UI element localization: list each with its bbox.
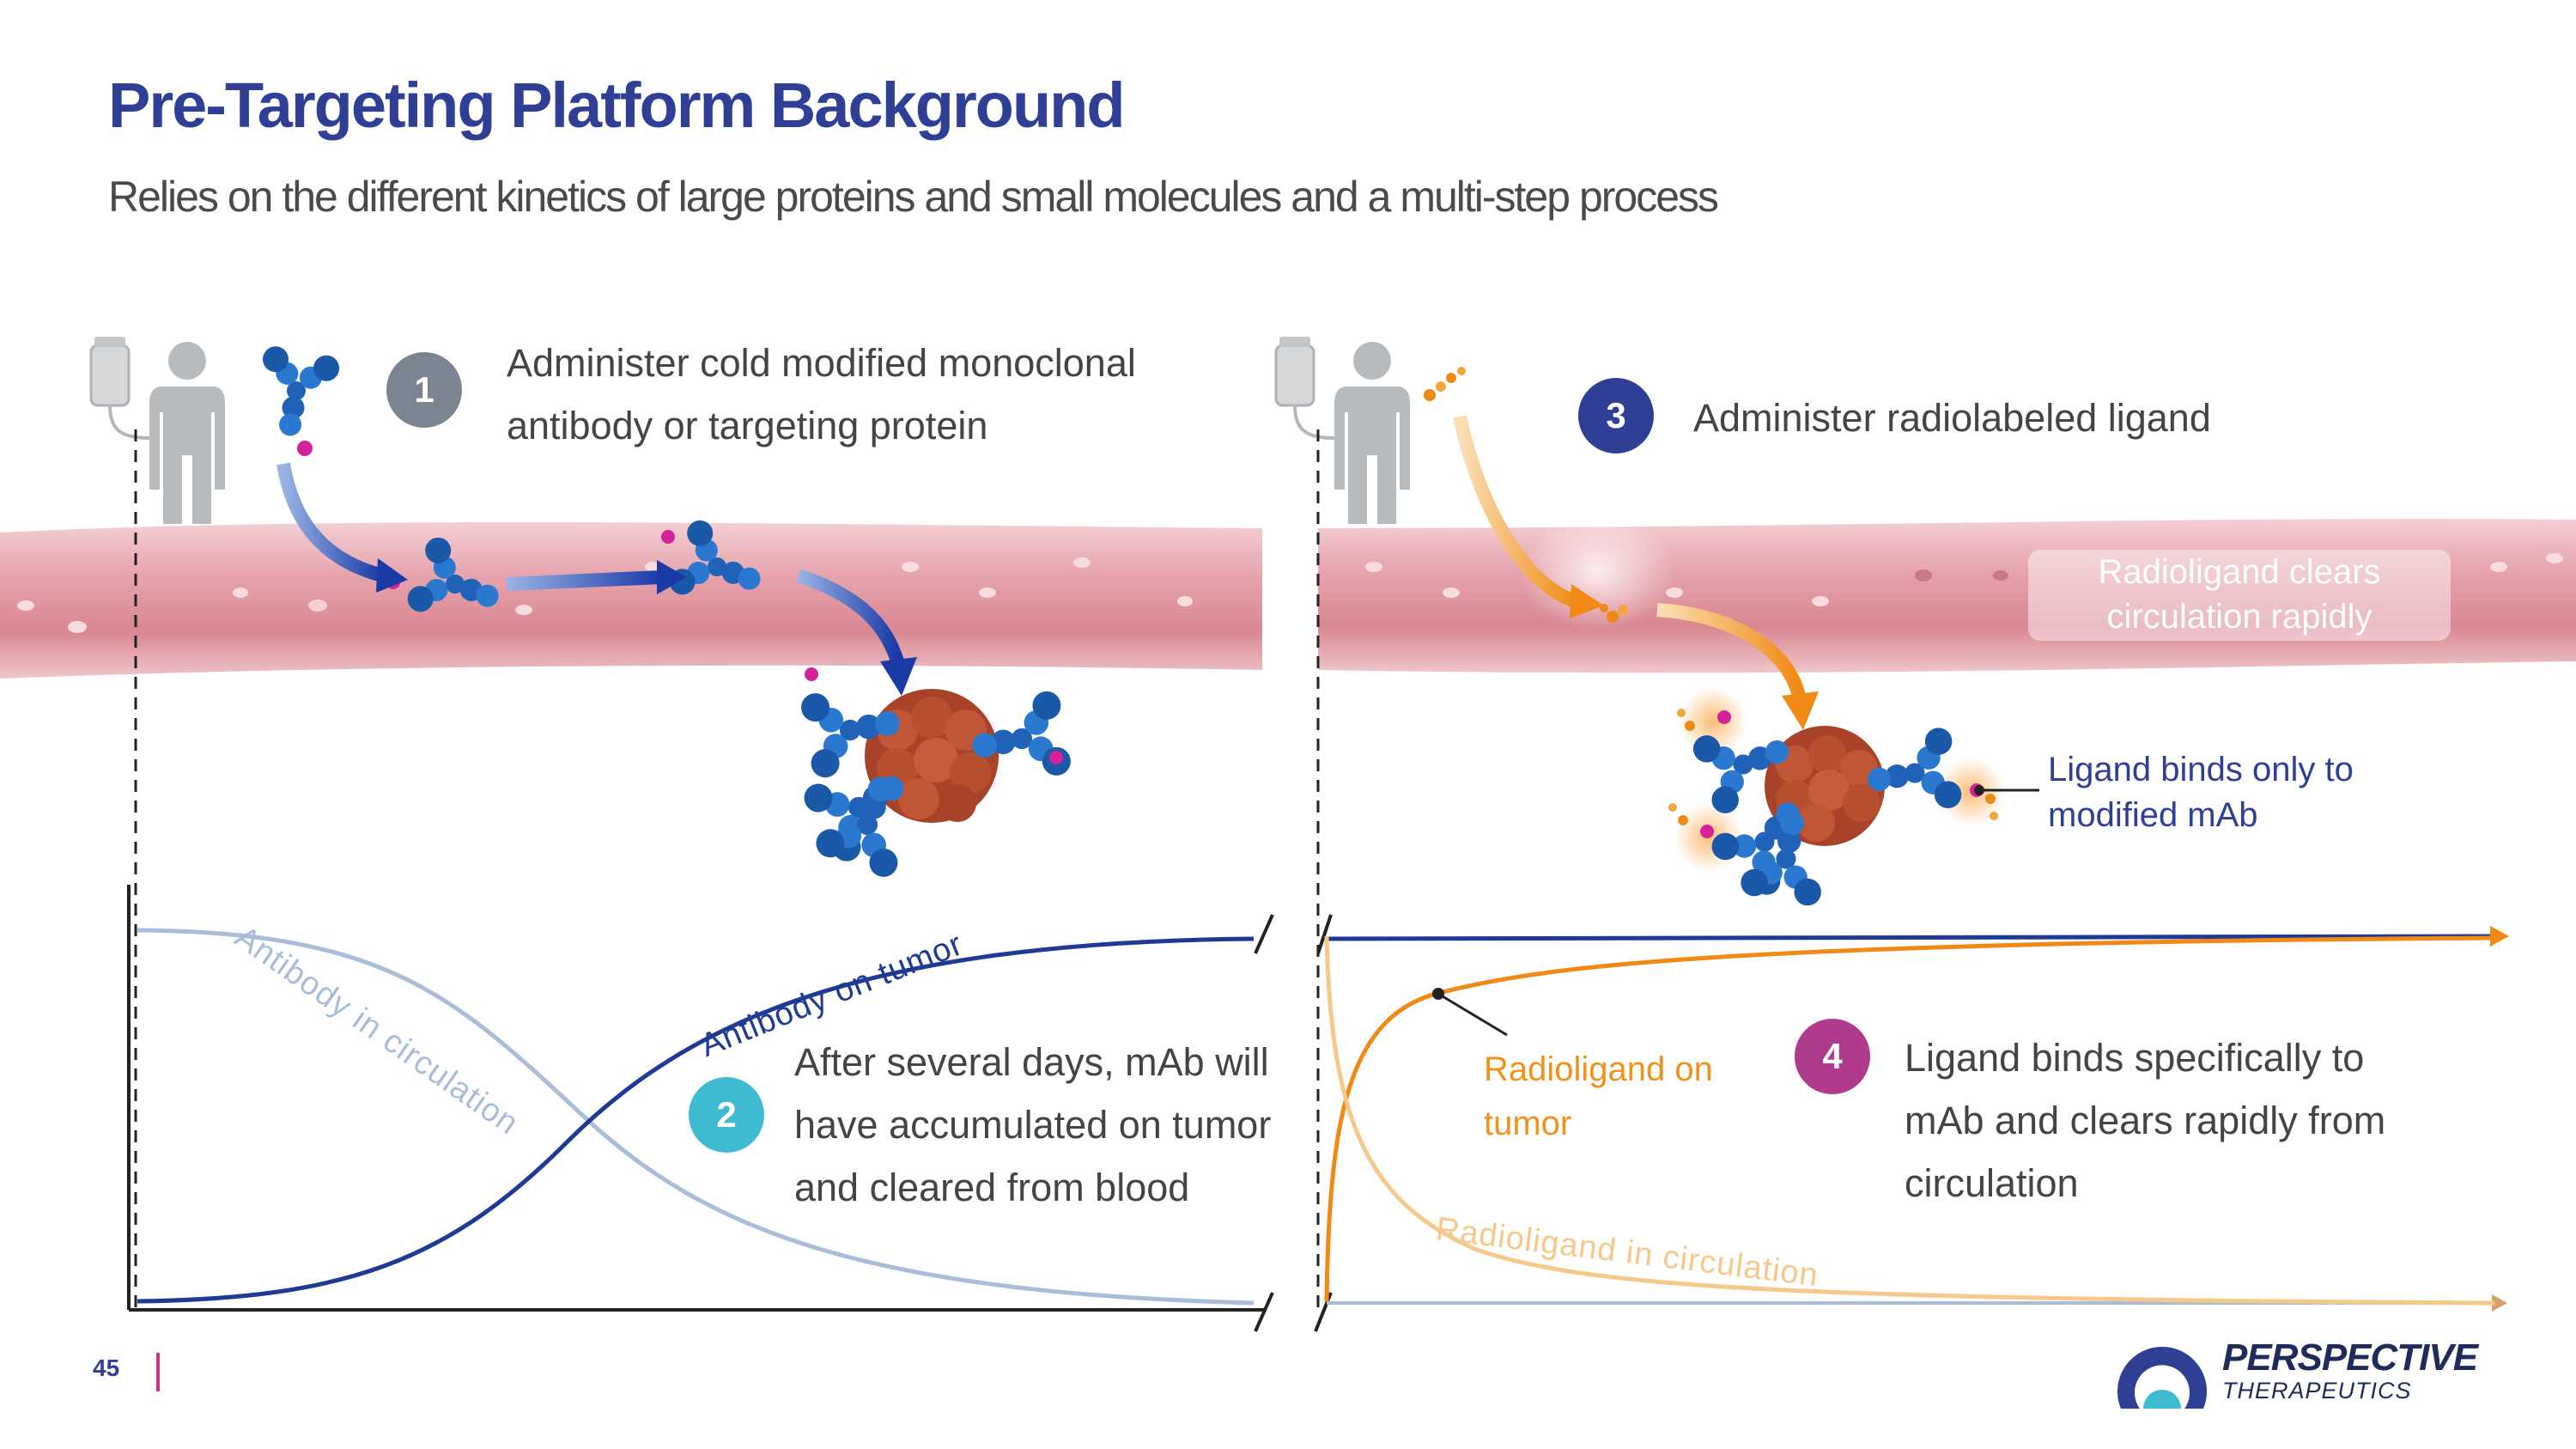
- ligand-binds-line-1: Ligand binds only to: [2048, 751, 2354, 788]
- step-2-line-2: have accumulated on tumor: [794, 1103, 1272, 1147]
- step-4-number: 4: [1822, 1036, 1843, 1076]
- antibody-on-tumor-curve: [137, 936, 1255, 1304]
- ligand-binds-line-2: modified mAb: [2048, 796, 2258, 834]
- radioligand-in-circulation-curve: [1324, 935, 2495, 1306]
- step-4-line-1: Ligand binds specifically to: [1905, 1036, 2365, 1080]
- step-1-text: Administer cold modified monoclonal anti…: [507, 332, 1136, 457]
- radioligand-icon: [1424, 367, 1466, 401]
- antibody-icon: [250, 344, 342, 456]
- radioligand-on-tumor-line-1: Radioligand on: [1484, 1050, 1713, 1088]
- step-2-line-1: After several days, mAb will: [794, 1040, 1269, 1084]
- iv-bag-icon: [1274, 337, 1336, 440]
- blood-vessel-left: [0, 522, 1262, 679]
- step-3-line-1: Administer radiolabeled ligand: [1693, 396, 2211, 440]
- antibody-icon: [1700, 778, 1826, 901]
- antibody-in-circulation-curve: [137, 928, 1255, 1306]
- arrow-icon: [1453, 415, 1604, 618]
- radioligand-clears-line-1: Radioligand clears: [2098, 553, 2381, 591]
- step-4-text: Ligand binds specifically to mAb and cle…: [1905, 1026, 2385, 1215]
- page-number: 45: [93, 1355, 120, 1381]
- step-4-line-3: circulation: [1905, 1161, 2079, 1205]
- antibody-icon: [661, 516, 774, 619]
- person-silhouette-icon: [149, 342, 225, 524]
- antibody-icon: [799, 667, 908, 780]
- page-title: Pre-Targeting Platform Background: [108, 70, 1126, 141]
- radioligand-clears-line-2: circulation rapidly: [2106, 598, 2372, 636]
- step-3-text: Administer radiolabeled ligand: [1693, 387, 2211, 449]
- radioligand-on-tumor-curve: [1324, 935, 2495, 1302]
- iv-bag-icon: [89, 337, 151, 440]
- step-4-line-2: mAb and clears rapidly from: [1905, 1099, 2386, 1142]
- step-2-number: 2: [716, 1094, 737, 1135]
- person-silhouette-icon: [1334, 342, 1410, 524]
- step-1-number: 1: [414, 369, 434, 410]
- radioligand-clears-callout: Radioligand clears circulation rapidly: [2028, 550, 2451, 641]
- antibody-icon: [1689, 709, 1802, 818]
- arrow-icon: [1656, 603, 1819, 730]
- step-2-text: After several days, mAb will have accumu…: [794, 1031, 1271, 1219]
- radioligand-icon: [1668, 709, 1998, 825]
- step-3-badge: 3: [1578, 378, 1654, 454]
- arrow-icon: [796, 569, 917, 696]
- radioligand-on-tumor-line-2: tumor: [1484, 1105, 1572, 1142]
- radioligand-on-tumor-label: Radioligand on tumor: [1484, 1043, 1713, 1151]
- radioligand-icon: [1600, 604, 1628, 623]
- logo-subtitle: THERAPEUTICS: [2222, 1378, 2412, 1403]
- step-2-line-3: and cleared from blood: [794, 1166, 1190, 1209]
- logo-wordmark: PERSPECTIVE: [2222, 1336, 2478, 1379]
- step-1-badge: 1: [386, 352, 462, 428]
- logo-icon: [2117, 1347, 2207, 1409]
- arrow-icon: [276, 462, 408, 593]
- arrow-icon: [506, 560, 687, 594]
- ligand-binds-callout: Ligand binds only to modified mAb: [2048, 747, 2354, 838]
- step-1-line-1: Administer cold modified monoclonal: [507, 341, 1136, 385]
- page-subtitle: Relies on the different kinetics of larg…: [108, 173, 1719, 221]
- step-4-badge: 4: [1795, 1019, 1870, 1094]
- step-1-line-2: antibody or targeting protein: [507, 404, 988, 447]
- step-3-number: 3: [1606, 395, 1626, 435]
- step-2-badge: 2: [689, 1077, 764, 1153]
- antibody-icon: [964, 689, 1073, 789]
